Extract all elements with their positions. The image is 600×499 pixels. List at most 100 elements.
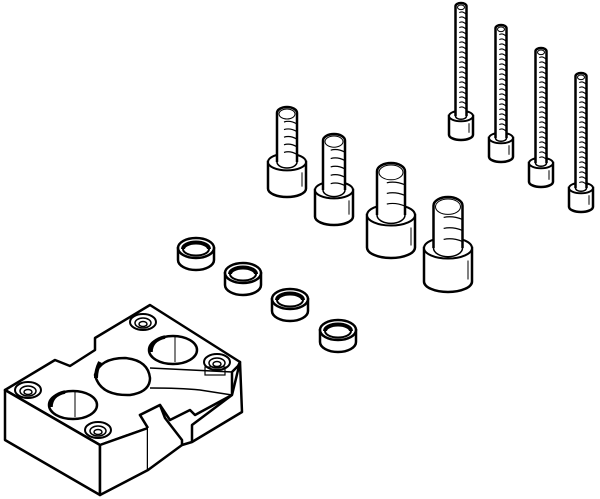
thread-line — [579, 91, 587, 96]
thread-line — [539, 116, 547, 121]
thread-line — [539, 101, 547, 106]
thread-line — [459, 61, 467, 66]
thread-line — [459, 51, 467, 56]
thread-line — [539, 131, 547, 136]
thread-line — [539, 126, 547, 131]
thread-line — [579, 176, 587, 181]
thread-line — [459, 106, 467, 111]
thread-line — [499, 58, 507, 63]
thread-line — [459, 71, 467, 76]
thread-line — [499, 78, 507, 83]
thread-line — [579, 131, 587, 136]
nuts-group — [176, 236, 358, 354]
thread-line — [459, 31, 467, 36]
nut — [223, 261, 263, 297]
thread-line — [539, 136, 547, 141]
thread-line — [499, 38, 507, 43]
thread-line — [459, 56, 467, 61]
thread-line — [386, 181, 406, 186]
thread-line — [579, 126, 587, 131]
thread-line — [539, 96, 547, 101]
thread-line — [499, 83, 507, 88]
thread-line — [459, 86, 467, 91]
thread-line — [539, 151, 547, 156]
nut — [270, 287, 310, 323]
thread-line — [539, 81, 547, 86]
thread-line — [459, 11, 467, 16]
thread-line — [386, 202, 406, 207]
thread-line — [579, 141, 587, 146]
thread-line — [499, 43, 507, 48]
thread-line — [459, 36, 467, 41]
thread-line — [499, 128, 507, 133]
screws-group — [266, 1, 595, 294]
thread-line — [499, 123, 507, 128]
thread-line — [579, 171, 587, 176]
counterbore-hole — [203, 353, 231, 371]
thread-line — [283, 135, 298, 140]
thread-line — [459, 91, 467, 96]
thread-line — [459, 76, 467, 81]
thread-line — [579, 156, 587, 161]
thread-line — [459, 81, 467, 86]
thread-line — [539, 71, 547, 76]
long-screw — [447, 1, 475, 142]
thread-line — [330, 174, 346, 178]
thread-line — [459, 26, 467, 31]
thread-line — [579, 181, 587, 186]
thread-line — [539, 121, 547, 126]
thread-line — [579, 146, 587, 151]
thread-line — [539, 146, 547, 151]
medium-screw — [365, 161, 417, 260]
thread-line — [499, 48, 507, 53]
thread-line — [330, 182, 346, 187]
thread-line — [539, 86, 547, 91]
thread-line — [499, 33, 507, 38]
long-screw — [487, 23, 515, 164]
thread-line — [579, 161, 587, 166]
thread-line — [499, 53, 507, 58]
thread-line — [579, 101, 587, 106]
thread-line — [539, 91, 547, 96]
thread-line — [330, 165, 346, 170]
thread-line — [579, 116, 587, 121]
slot — [149, 367, 233, 396]
thread-line — [443, 216, 463, 220]
through-hole — [147, 334, 199, 366]
thread-line — [579, 151, 587, 156]
thread-line — [579, 136, 587, 141]
mounting-plate — [3, 303, 244, 497]
thread-line — [330, 148, 346, 153]
thread-line — [283, 151, 298, 155]
medium-screw — [313, 132, 355, 227]
thread-line — [283, 128, 298, 133]
thread-line — [459, 21, 467, 26]
counterbore-hole — [129, 313, 157, 331]
thread-line — [539, 61, 547, 66]
thread-line — [499, 63, 507, 68]
thread-line — [283, 143, 298, 148]
thread-line — [499, 68, 507, 73]
thread-line — [539, 66, 547, 71]
thread-line — [499, 98, 507, 103]
thread-line — [579, 111, 587, 116]
thread-line — [499, 88, 507, 93]
thread-line — [539, 156, 547, 161]
key-tab — [204, 366, 226, 376]
thread-line — [579, 106, 587, 111]
thread-line — [459, 41, 467, 46]
thread-line — [539, 111, 547, 116]
medium-screw — [266, 105, 308, 199]
thread-line — [539, 106, 547, 111]
thread-line — [386, 192, 406, 196]
nut — [176, 236, 216, 272]
thread-line — [283, 120, 298, 125]
thread-line — [539, 141, 547, 146]
thread-line — [579, 81, 587, 86]
long-screw — [527, 46, 555, 189]
counterbore-hole — [14, 381, 42, 399]
counterbore-hole — [84, 421, 112, 439]
thread-line — [499, 93, 507, 98]
